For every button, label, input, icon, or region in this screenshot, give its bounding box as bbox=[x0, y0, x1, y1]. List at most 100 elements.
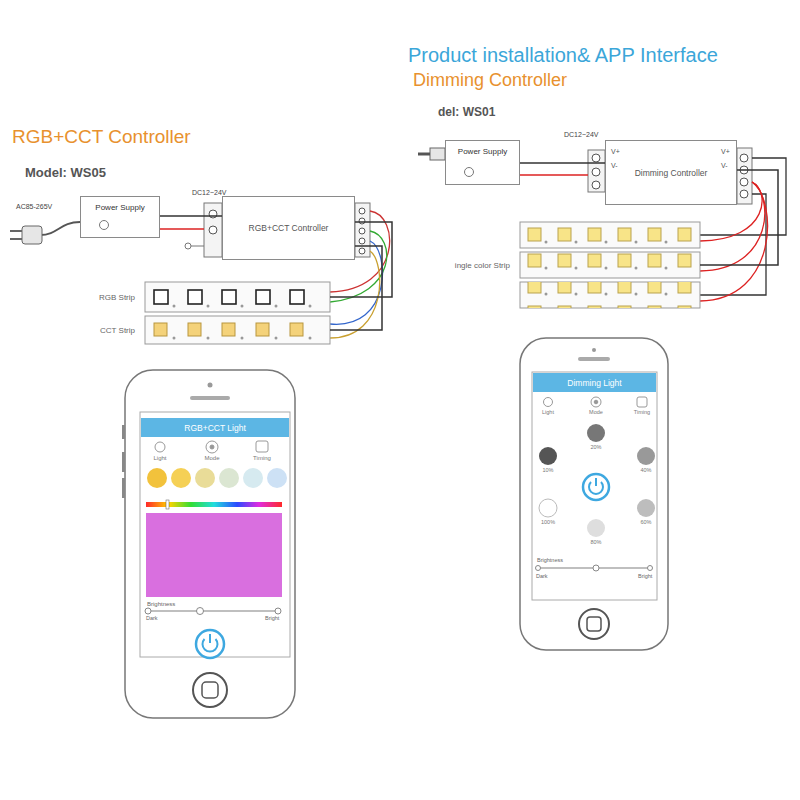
brightness-slider bbox=[145, 608, 281, 615]
terminal-block bbox=[359, 228, 365, 234]
phone bbox=[122, 425, 125, 439]
box-label: Dimming Controller bbox=[635, 168, 708, 178]
app-icon bbox=[155, 441, 268, 453]
power-plug bbox=[10, 222, 80, 244]
power-plug bbox=[22, 226, 42, 244]
power-plug bbox=[10, 230, 22, 232]
color-swatch bbox=[243, 468, 263, 488]
power-supply-box: Power Supply bbox=[445, 140, 520, 185]
color-bar bbox=[146, 513, 282, 597]
terminal-block bbox=[191, 246, 204, 247]
led-strip bbox=[520, 282, 700, 308]
led-strip bbox=[520, 222, 700, 308]
box-label: RGB+CCT Controller bbox=[249, 223, 329, 233]
phone bbox=[193, 673, 227, 707]
power-plug bbox=[10, 238, 22, 240]
phone bbox=[202, 682, 218, 698]
terminal-block bbox=[209, 226, 217, 234]
power-plug bbox=[40, 222, 80, 235]
app-icon bbox=[206, 441, 218, 453]
strip-label: CCT Strip bbox=[99, 326, 136, 335]
annotation-label: V- bbox=[611, 162, 618, 170]
brightness-slider bbox=[145, 608, 151, 614]
strip-wire bbox=[330, 251, 380, 338]
brightness-preset bbox=[539, 424, 655, 537]
terminal-block bbox=[355, 203, 370, 257]
terminal-block bbox=[359, 238, 365, 244]
brightness-preset bbox=[637, 499, 655, 517]
annotation-label: V- bbox=[721, 162, 728, 170]
color-swatch bbox=[195, 468, 215, 488]
brightness-slider bbox=[648, 566, 653, 571]
heading-label: del: WS01 bbox=[438, 106, 495, 119]
power-plug bbox=[430, 148, 445, 160]
annotation-label: Timing bbox=[253, 455, 271, 462]
power-button bbox=[209, 634, 211, 643]
power-button bbox=[196, 630, 224, 658]
app-icon bbox=[591, 397, 601, 407]
color-bar bbox=[146, 500, 282, 597]
brightness-slider bbox=[593, 565, 599, 571]
annotation-label: 40% bbox=[640, 467, 651, 473]
annotation-label: AC85-265V bbox=[16, 203, 52, 211]
power-button bbox=[583, 474, 609, 500]
brightness-slider bbox=[148, 610, 280, 612]
terminal-block bbox=[185, 243, 191, 249]
color-swatch bbox=[171, 468, 191, 488]
brightness-slider bbox=[536, 565, 653, 571]
brightness-preset bbox=[637, 447, 655, 465]
app-icon bbox=[637, 397, 647, 407]
annotation-label: DC12~24V bbox=[192, 189, 226, 197]
color-bar bbox=[166, 500, 169, 509]
led-strip bbox=[520, 282, 692, 308]
annotation-label: 20% bbox=[590, 444, 601, 450]
app-icon bbox=[210, 445, 214, 449]
terminal-block bbox=[592, 181, 600, 189]
phone bbox=[579, 609, 609, 639]
terminal-block bbox=[204, 203, 222, 257]
terminal-block bbox=[740, 178, 748, 186]
annotation-label: 60% bbox=[640, 519, 651, 525]
annotation-label: Light bbox=[542, 409, 554, 415]
terminal-block bbox=[737, 148, 752, 204]
annotation-label: DC12~24V bbox=[564, 131, 598, 139]
dc-wire bbox=[520, 174, 588, 176]
annotation-label: Brightness bbox=[537, 557, 563, 563]
color-swatch bbox=[219, 468, 239, 488]
phone bbox=[208, 383, 213, 388]
led-strip bbox=[145, 282, 330, 312]
terminal-block bbox=[740, 154, 748, 162]
app-header-bar: Dimming Light bbox=[533, 373, 656, 392]
brightness-preset bbox=[587, 424, 605, 442]
phone bbox=[587, 617, 601, 631]
phone bbox=[520, 338, 668, 650]
phone bbox=[140, 412, 290, 657]
led-strip bbox=[145, 282, 320, 312]
app-icon bbox=[594, 400, 598, 404]
wire bbox=[520, 162, 605, 164]
app-header-bar: RGB+CCT Light bbox=[141, 418, 289, 437]
strip-label: ingle color Strip bbox=[454, 261, 511, 270]
power-plug bbox=[418, 148, 445, 160]
terminal-block bbox=[209, 210, 217, 218]
brightness-preset bbox=[539, 447, 557, 465]
terminal-block bbox=[588, 150, 605, 192]
box-label: Power Supply bbox=[95, 203, 144, 212]
phone bbox=[592, 348, 596, 352]
annotation-label: Dark bbox=[146, 615, 158, 621]
heading-label: Model: WS05 bbox=[25, 166, 106, 180]
annotation-label: 100% bbox=[541, 519, 555, 525]
terminal-block bbox=[355, 203, 370, 257]
terminal-block bbox=[185, 203, 222, 257]
app-icon bbox=[256, 441, 268, 452]
annotation-label: Mode bbox=[589, 409, 603, 415]
led-strip bbox=[520, 252, 692, 278]
annotation-label: Brightness bbox=[147, 601, 175, 608]
terminal-block bbox=[592, 168, 600, 176]
phone bbox=[122, 370, 295, 718]
annotation-label: Mode bbox=[204, 455, 219, 462]
heading-label: Dimming Controller bbox=[413, 71, 567, 91]
annotation-label: Light bbox=[153, 455, 166, 462]
